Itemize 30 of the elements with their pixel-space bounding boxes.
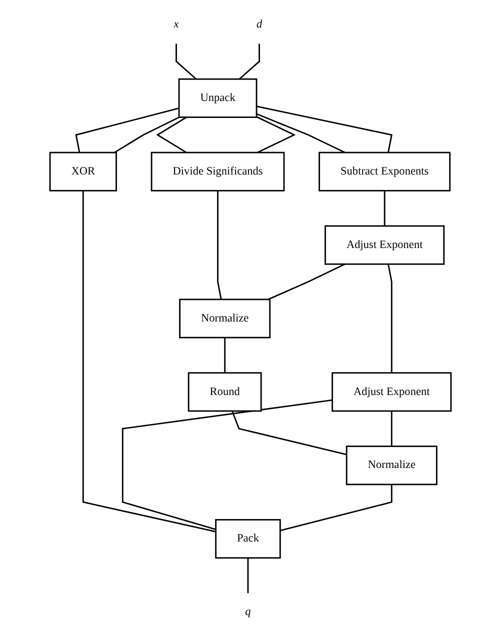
node-box: XOR <box>49 152 117 192</box>
connector <box>390 411 392 446</box>
node-box: Subtract Exponents <box>318 152 451 192</box>
node-text: d <box>256 18 262 30</box>
connector <box>176 44 197 80</box>
node-box: Pack <box>215 519 281 559</box>
connector <box>75 108 180 153</box>
node-text: q <box>245 606 251 618</box>
connector <box>82 190 216 532</box>
connector <box>114 116 180 154</box>
connector <box>268 263 346 300</box>
connector <box>232 410 347 456</box>
node-box: Adjust Exponent <box>324 225 445 265</box>
node-box: Divide Significands <box>150 152 285 192</box>
connector <box>247 558 249 594</box>
connector <box>256 113 346 154</box>
node-box: Normalize <box>346 446 438 486</box>
node-box: Unpack <box>178 78 258 118</box>
node-text: x <box>174 18 179 30</box>
connector <box>122 399 332 530</box>
node-box: Adjust Exponent <box>332 372 452 412</box>
node-box: Normalize <box>179 298 271 338</box>
node-box: Round <box>188 372 262 412</box>
connector <box>280 484 392 532</box>
connector <box>388 264 392 373</box>
connector <box>384 190 386 226</box>
connector <box>256 106 392 153</box>
connector <box>224 338 226 373</box>
connector <box>217 190 222 300</box>
connector <box>238 44 260 80</box>
